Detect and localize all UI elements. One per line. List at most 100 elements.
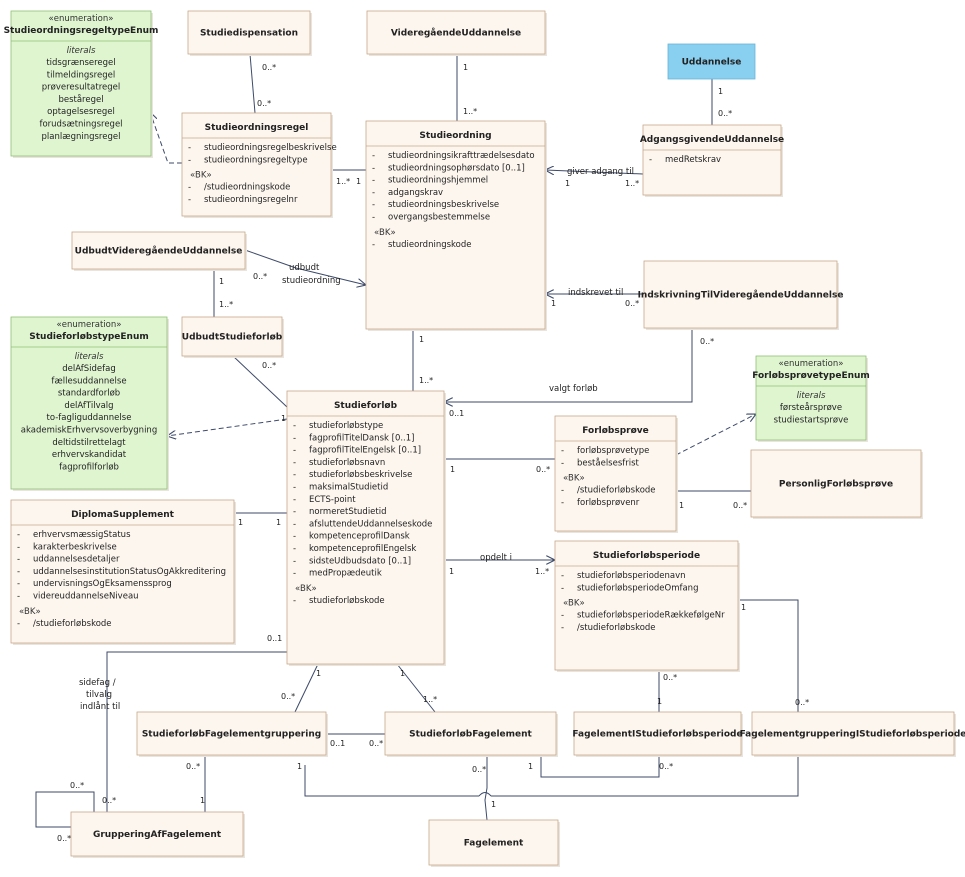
connector-line	[304, 765, 479, 797]
visibility-marker: -	[293, 569, 296, 579]
visibility-marker: -	[561, 611, 564, 621]
visibility-marker: -	[17, 555, 20, 565]
multiplicity-label: 1	[565, 179, 570, 188]
multiplicity-label: 0..1	[449, 409, 464, 418]
class-name: StudieforløbstypeEnum	[29, 332, 148, 342]
class-uddannelse[interactable]: Uddannelse	[667, 43, 756, 80]
multiplicity-label: 0..*	[369, 739, 383, 748]
visibility-marker: -	[17, 530, 20, 540]
class-box	[428, 819, 559, 866]
class-box	[366, 10, 546, 55]
multiplicity-label: 1..*	[336, 177, 350, 186]
class-studieforloebsperiode[interactable]: Studieforløbsperiode-studieforløbsperiod…	[554, 540, 740, 672]
multiplicity-label: 0..*	[795, 698, 809, 707]
class-studieforloebstype-enum[interactable]: «enumeration»StudieforløbstypeEnumlitera…	[10, 316, 169, 491]
connector-sf-gaf	[106, 651, 287, 812]
class-stereotype: «enumeration»	[779, 359, 844, 369]
connector-line	[484, 755, 488, 821]
connector-line	[150, 112, 182, 164]
class-forloebsproevetype-enum[interactable]: «enumeration»ForløbsprøvetypeEnumliteral…	[752, 355, 870, 442]
enum-literal: delAfSidefag	[62, 364, 115, 374]
class-name: Studieforløbsperiode	[593, 551, 700, 561]
enum-literal: planlægningsregel	[42, 132, 121, 142]
class-studieforloeb-fagelementgruppering[interactable]: StudieforløbFagelementgruppering	[136, 711, 328, 757]
multiplicity-label: 1	[491, 800, 496, 809]
class-adgangsgivende-uddannelse[interactable]: AdgangsgivendeUddannelse-medRetskrav	[640, 124, 784, 197]
class-forloebsproeve[interactable]: Forløbsprøve-forløbsprøvetype-beståelses…	[554, 415, 678, 533]
class-attribute: ECTS-point	[309, 495, 356, 505]
class-udbudt-videregaaende-uddannelse[interactable]: UdbudtVideregåendeUddannelse	[71, 231, 247, 271]
visibility-marker: -	[561, 458, 564, 468]
multiplicity-label: 1	[219, 277, 224, 286]
class-studieordningsregel[interactable]: Studieordningsregel-studieordningsregelb…	[181, 112, 337, 218]
visibility-marker: -	[293, 519, 296, 529]
connector-line	[106, 651, 287, 812]
class-name: StudieforløbFagelementgruppering	[142, 730, 321, 740]
class-indskrivning-til-videregaaende-uddannelse[interactable]: IndskrivningTilVideregåendeUddannelse	[638, 260, 844, 330]
connector-regel-enum	[150, 112, 182, 164]
visibility-marker: -	[293, 433, 296, 443]
class-studieforloeb-fagelement[interactable]: StudieforløbFagelement	[384, 711, 558, 757]
multiplicity-label: 1..*	[535, 567, 549, 576]
class-attribute: /studieordningskode	[204, 183, 290, 193]
visibility-marker: -	[372, 151, 375, 161]
line-jump	[478, 792, 492, 797]
bk-heading: «BK»	[295, 584, 317, 594]
visibility-marker: -	[293, 458, 296, 468]
class-videregaaende-uddannelse[interactable]: VideregåendeUddannelse	[366, 10, 547, 56]
class-personlig-forloebsproeve[interactable]: PersonligForløbsprøve	[750, 449, 923, 519]
class-attribute: kompetenceprofilDansk	[309, 532, 410, 542]
class-studieforloeb[interactable]: Studieforløb-studieforløbstype-fagprofil…	[286, 390, 446, 666]
class-attribute: studieordningsophørsdato [0..1]	[388, 163, 525, 173]
visibility-marker: -	[188, 183, 191, 193]
class-attribute: erhvervsmæssigStatus	[33, 530, 131, 540]
visibility-marker: -	[293, 495, 296, 505]
class-name: VideregåendeUddannelse	[391, 28, 521, 39]
class-udbudt-studieforloeb[interactable]: UdbudtStudieforløb	[181, 316, 284, 358]
class-attribute: studieordningsregeltype	[204, 155, 308, 165]
connector-line	[396, 663, 436, 713]
multiplicity-label: 1	[718, 87, 723, 96]
class-attribute: studieordningsregelnr	[204, 195, 298, 205]
class-attribute: forløbsprøvenr	[577, 498, 640, 508]
class-studiedispensation[interactable]: Studiedispensation	[187, 10, 312, 56]
class-box	[70, 811, 244, 857]
class-attribute: medPropædeutik	[309, 569, 382, 579]
multiplicity-label: 0..*	[262, 361, 276, 370]
class-box	[181, 112, 332, 217]
visibility-marker: -	[372, 213, 375, 223]
class-box	[181, 316, 283, 357]
connector-label: opdelt i	[480, 553, 512, 563]
class-name: ForløbsprøvetypeEnum	[752, 371, 870, 381]
class-studieordningsregeltype-enum[interactable]: «enumeration»StudieordningsregeltypeEnum…	[4, 10, 159, 158]
multiplicity-label: 1	[419, 335, 424, 344]
visibility-marker: -	[188, 155, 191, 165]
connector-sffe-fisp	[540, 755, 660, 778]
class-box	[643, 260, 838, 329]
multiplicity-label: 0..*	[472, 765, 486, 774]
class-fagelementgruppering-istudieforloebsperiode[interactable]: FagelementgrupperingIStudieforløbsperiod…	[740, 711, 965, 757]
multiplicity-label: 0..*	[57, 834, 71, 843]
class-fagelement[interactable]: Fagelement	[428, 819, 560, 867]
visibility-marker: -	[372, 200, 375, 210]
class-gruppering-af-fagelement[interactable]: GrupperingAfFagelement	[70, 811, 245, 858]
visibility-marker: -	[561, 446, 564, 456]
class-fagelement-istudieforloebsperiode[interactable]: FagelementIStudieforløbsperiode	[572, 711, 743, 757]
class-stereotype: «enumeration»	[57, 320, 122, 330]
class-box	[187, 10, 311, 55]
class-diploma-supplement[interactable]: DiplomaSupplement-erhvervsmæssigStatus-k…	[10, 499, 236, 645]
visibility-marker: -	[293, 483, 296, 493]
connector-line	[491, 755, 799, 797]
class-box	[573, 711, 742, 756]
bk-heading: «BK»	[374, 228, 396, 238]
multiplicity-label: 0..1	[330, 739, 345, 748]
connector-sffg-fgisp	[304, 765, 479, 797]
visibility-marker: -	[293, 421, 296, 431]
class-studieordning[interactable]: Studieordning-studieordningsikrafttrædel…	[365, 120, 547, 331]
connector-line	[167, 418, 288, 436]
enum-literal: studiestartsprøve	[774, 415, 849, 425]
multiplicity-label: 1	[400, 669, 405, 678]
class-attribute: studieforløbsbeskrivelse	[309, 470, 412, 480]
enum-literal: prøveresultatregel	[42, 83, 120, 93]
